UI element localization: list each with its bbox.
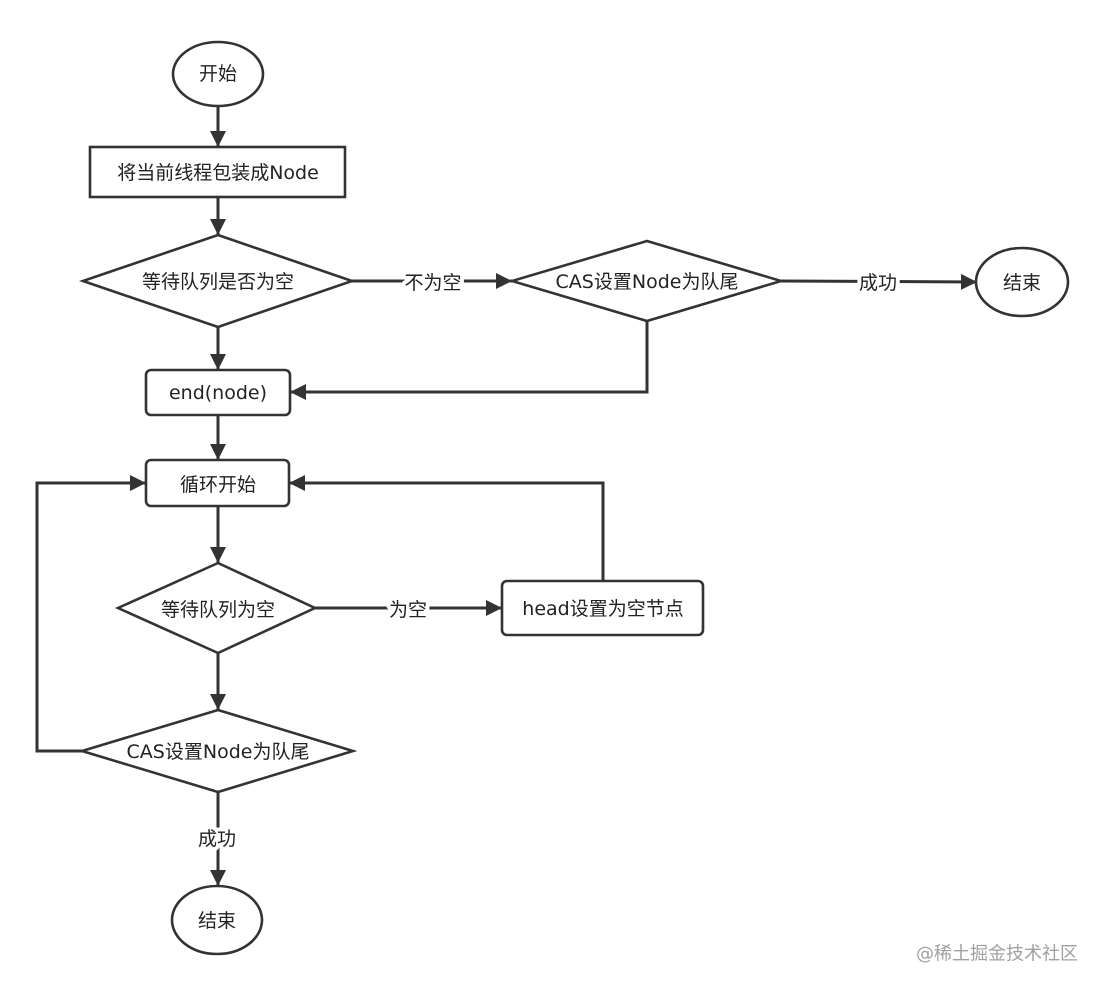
- head-empty-node-label: head设置为空节点: [522, 598, 683, 620]
- watermark: @稀土掘金技术社区: [916, 944, 1078, 965]
- wrap-node-rect: [88, 145, 347, 199]
- end-first-node: 结束: [974, 246, 1070, 318]
- queue-empty-diamond: [114, 561, 319, 655]
- edge-label-success-second: 成功: [198, 828, 236, 850]
- wrap-node-label: 将当前线程包装成Node: [117, 162, 319, 184]
- cas-tail-first-decision: CAS设置Node为队尾: [507, 239, 786, 323]
- loop-start-rect: [144, 458, 291, 508]
- check-queue-empty-diamond: [78, 233, 357, 329]
- head-empty-node-step: head设置为空节点: [500, 579, 705, 637]
- end-first-ellipse: [974, 246, 1070, 318]
- arrow-cas-loop-fail-to-loop: [35, 475, 146, 753]
- cas-tail-loop-decision: CAS设置Node为队尾: [77, 708, 358, 794]
- cas-tail-first-label: CAS设置Node为队尾: [556, 271, 739, 293]
- arrow-head-back-to-loop: [289, 475, 605, 581]
- cas-tail-loop-diamond: [77, 708, 358, 794]
- arrow-cas-fail-to-endnode: [290, 321, 649, 400]
- arrow-cas-to-end: [780, 273, 978, 290]
- end-node-rect: [144, 368, 292, 417]
- start-label: 开始: [199, 63, 237, 85]
- edge-label-empty: 为空: [389, 599, 427, 621]
- start-ellipse: [171, 40, 265, 108]
- end-node-label: end(node): [169, 382, 267, 404]
- end-first-label: 结束: [1003, 272, 1041, 294]
- check-queue-empty-label: 等待队列是否为空: [142, 271, 294, 293]
- end-second-ellipse: [170, 884, 264, 956]
- loop-start-step: 循环开始: [144, 458, 291, 508]
- end-node-step: end(node): [144, 368, 292, 417]
- end-second-label: 结束: [198, 910, 236, 932]
- cas-tail-first-diamond: [507, 239, 786, 323]
- edge-label-success-first: 成功: [859, 272, 897, 294]
- queue-empty-label: 等待队列为空: [161, 599, 275, 621]
- check-queue-empty-decision: 等待队列是否为空: [78, 233, 357, 329]
- cas-tail-loop-label: CAS设置Node为队尾: [127, 741, 310, 763]
- wrap-node-step: 将当前线程包装成Node: [88, 145, 347, 199]
- queue-empty-decision: 等待队列为空: [114, 561, 319, 655]
- start-node: 开始: [171, 40, 265, 108]
- edge-label-not-empty: 不为空: [404, 272, 461, 294]
- loop-start-label: 循环开始: [180, 474, 256, 496]
- head-empty-node-rect: [500, 579, 705, 637]
- end-second-node: 结束: [170, 884, 264, 956]
